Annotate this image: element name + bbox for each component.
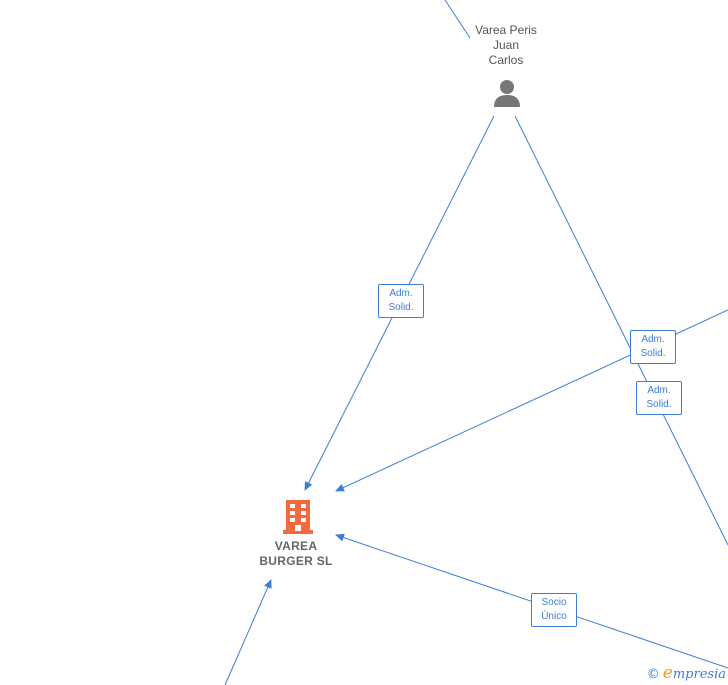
edge-offscreen-to-person: [444, 0, 471, 39]
copyright-symbol: ©: [646, 667, 660, 682]
brand-e: e: [662, 663, 673, 683]
edge-person-to-offscreen: [514, 115, 728, 546]
edge-label-adm-solid-1[interactable]: Adm. Solid.: [378, 284, 424, 318]
edge-bottom-to-company: [224, 579, 272, 685]
building-icon[interactable]: [283, 498, 313, 534]
person-name[interactable]: Varea Peris Juan Carlos: [475, 23, 537, 67]
edge-label-adm-solid-3[interactable]: Adm. Solid.: [636, 381, 682, 415]
brand-text: mpresia: [672, 667, 726, 682]
brand-watermark: ©empresia: [647, 663, 726, 683]
company-name[interactable]: VAREA BURGER SL: [259, 539, 333, 568]
edge-label-socio-unico[interactable]: Socio Único: [531, 593, 577, 627]
edge-label-adm-solid-2[interactable]: Adm. Solid.: [630, 330, 676, 364]
person-icon[interactable]: [492, 78, 522, 108]
